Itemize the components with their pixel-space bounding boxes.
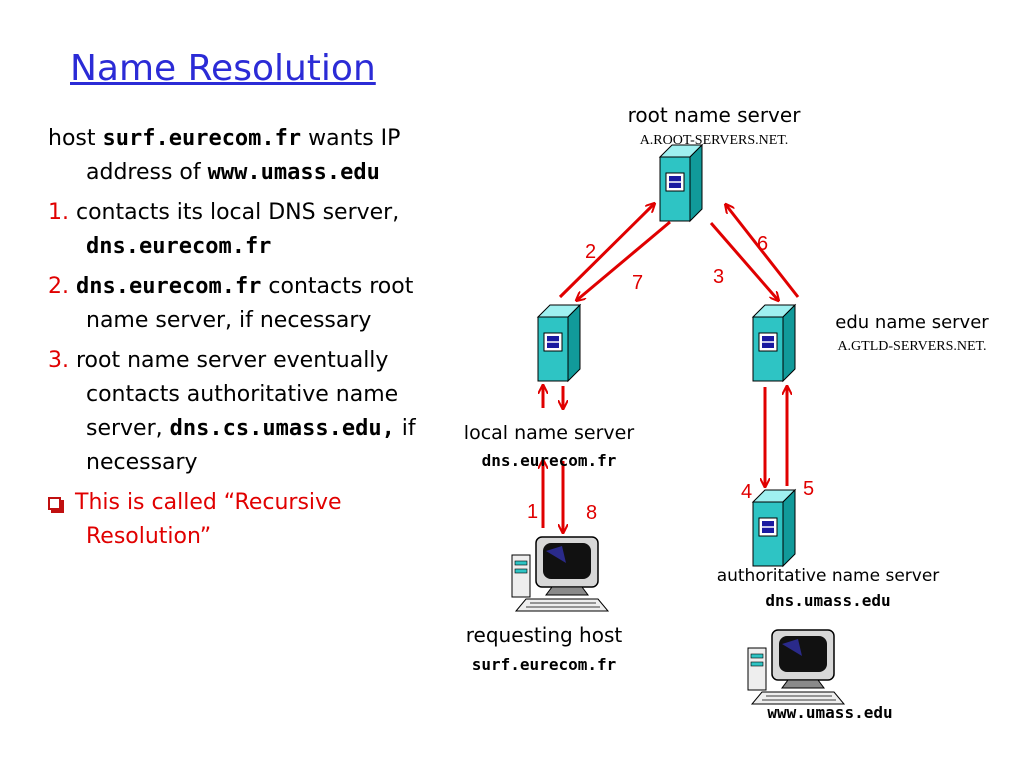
edu-server-icon	[752, 304, 796, 382]
target-computer-icon	[747, 629, 845, 705]
step-label-2: 2	[585, 241, 596, 263]
bullet-2-pre: contacts its local DNS server,	[69, 200, 400, 225]
root-server-label: root name server	[628, 103, 802, 127]
bullet-1: host surf.eurecom.fr wants IP address of…	[48, 122, 448, 190]
arrow-step-6	[726, 205, 800, 298]
bullet-2: 1. contacts its local DNS server, dns.eu…	[48, 196, 448, 264]
bullet-4-post: if necessary	[86, 416, 416, 475]
auth-server-label: authoritative name server	[717, 566, 940, 586]
arrow-step-7	[577, 220, 671, 300]
bullet-3-server: dns.eurecom.fr	[76, 274, 262, 299]
bullet-5: This is called “Recursive Resolution”	[48, 486, 448, 554]
auth-server-icon	[752, 489, 796, 567]
step-label-4: 4	[741, 481, 752, 503]
local-server-icon	[537, 304, 581, 382]
step-label-5: 5	[803, 478, 814, 500]
bullet-4-pre: root name server eventually contacts aut…	[69, 348, 399, 441]
bullet-3: 2. dns.eurecom.fr contacts root name ser…	[48, 270, 448, 338]
requesting-computer-icon	[511, 536, 609, 612]
arrow-step-3	[709, 222, 778, 300]
auth-server-name: dns.umass.edu	[765, 591, 890, 610]
local-server-label: local name server	[464, 422, 635, 444]
bullet-1-target: www.umass.edu	[207, 160, 380, 185]
arrow-step-2	[558, 204, 654, 299]
bullet-1-pre: host	[48, 126, 103, 151]
step-label-3: 3	[713, 266, 724, 288]
bullet-1-host: surf.eurecom.fr	[102, 126, 302, 151]
page-title: Name Resolution	[70, 48, 376, 89]
step-label-1: 1	[527, 501, 538, 523]
root-server-icon	[659, 144, 703, 222]
checkbox-bullet-icon	[48, 497, 61, 510]
requesting-host-label: requesting host	[466, 623, 623, 647]
step-label-7: 7	[632, 272, 643, 294]
target-host-name: www.umass.edu	[767, 703, 892, 722]
bullet-4-number: 3.	[48, 348, 69, 373]
step-label-8: 8	[586, 502, 597, 524]
bullet-2-server: dns.eurecom.fr	[86, 234, 272, 259]
edu-server-label: edu name server	[835, 312, 989, 333]
local-server-name: dns.eurecom.fr	[482, 451, 617, 470]
bullet-2-number: 1.	[48, 200, 69, 225]
bullet-5-text: This is called “Recursive Resolution”	[75, 490, 342, 549]
bullet-3-post: contacts root name server, if necessary	[86, 274, 414, 333]
root-server-name: A.ROOT-SERVERS.NET.	[640, 133, 789, 148]
bullet-4-server: dns.cs.umass.edu,	[169, 416, 395, 441]
bullet-4: 3. root name server eventually contacts …	[48, 344, 448, 480]
bullet-1-mid: wants IP address of	[86, 126, 401, 185]
step-label-6: 6	[757, 233, 768, 255]
bullet-list: host surf.eurecom.fr wants IP address of…	[48, 122, 448, 560]
bullet-3-number: 2.	[48, 274, 69, 299]
edu-server-name: A.GTLD-SERVERS.NET.	[837, 339, 986, 354]
requesting-host-name: surf.eurecom.fr	[472, 655, 617, 674]
